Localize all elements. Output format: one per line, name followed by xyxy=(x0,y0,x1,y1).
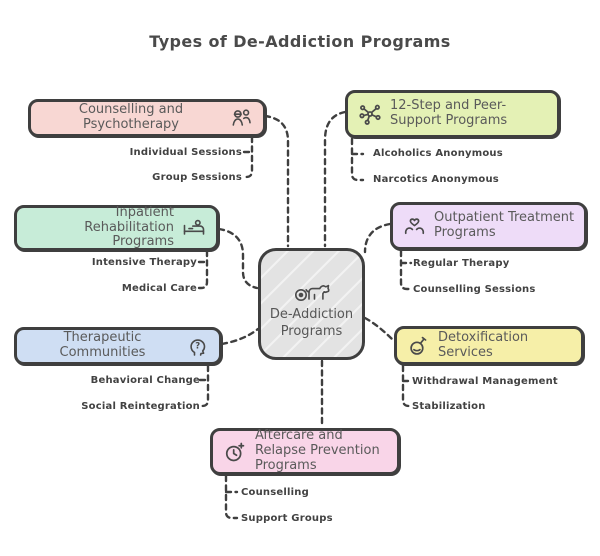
connector-therapeutic-subitems xyxy=(198,364,210,408)
node-label: Therapeutic Communities xyxy=(59,330,146,360)
node-label: 12-Step and Peer-Support Programs xyxy=(390,98,508,128)
subitem-alcoholics-anonymous: Alcoholics Anonymous xyxy=(373,148,503,159)
subitem-counselling-sessions: Counselling Sessions xyxy=(413,284,536,295)
svg-text:?: ? xyxy=(195,341,200,351)
node-label: Counselling and Psychotherapy xyxy=(78,102,184,132)
dog-icon xyxy=(290,268,334,304)
subitem-intensive-therapy: Intensive Therapy xyxy=(91,257,197,268)
subitem-counselling: Counselling xyxy=(241,487,309,498)
diagram-title: Types of De-Addiction Programs xyxy=(149,32,451,51)
subitem-group-sessions: Group Sessions xyxy=(152,172,242,183)
connector-counselling-subitems xyxy=(242,135,254,179)
subitem-social-reintegration: Social Reintegration xyxy=(81,401,200,412)
subitem-individual-sessions: Individual Sessions xyxy=(129,147,242,158)
connector-detox-subitems xyxy=(401,364,414,408)
hands-heart-icon xyxy=(402,214,427,239)
connector-outpatient-subitems xyxy=(399,249,413,291)
node-label: Outpatient Treatment Programs xyxy=(434,210,575,240)
node-center-deaddiction-programs: De-Addiction Programs xyxy=(258,248,365,360)
subitem-narcotics-anonymous: Narcotics Anonymous xyxy=(373,174,499,185)
subitem-support-groups: Support Groups xyxy=(241,513,333,524)
node-therapeutic-communities: Therapeutic Communities ? xyxy=(14,327,222,365)
patient-bed-icon xyxy=(181,216,207,240)
connector-inpatient-to-center xyxy=(217,227,259,290)
node-label: Aftercare and Relapse Prevention Program… xyxy=(255,428,380,473)
subitem-medical-care: Medical Care xyxy=(121,283,197,294)
flask-icon xyxy=(406,333,431,358)
center-node-label: De-Addiction Programs xyxy=(269,307,354,339)
node-outpatient-treatment: Outpatient Treatment Programs xyxy=(390,202,587,250)
node-inpatient-rehabilitation: Inpatient Rehabilitation Programs xyxy=(14,205,219,251)
connector-twelvestep-subitems xyxy=(350,137,365,182)
network-icon xyxy=(357,101,383,127)
connector-aftercare-subitems xyxy=(224,474,239,520)
connector-detox-to-center xyxy=(363,316,396,343)
connector-counselling-to-center xyxy=(263,114,290,248)
node-label: Detoxification Services xyxy=(438,329,529,360)
node-twelve-step-peer-support: 12-Step and Peer-Support Programs xyxy=(345,90,560,138)
subitem-regular-therapy: Regular Therapy xyxy=(413,258,510,269)
subitem-withdrawal-management: Withdrawal Management xyxy=(412,376,558,387)
connector-outpatient-to-center xyxy=(363,222,392,254)
node-label: Inpatient Rehabilitation Programs xyxy=(84,204,174,250)
node-aftercare-relapse-prevention: Aftercare and Relapse Prevention Program… xyxy=(210,428,400,475)
connector-twelvestep-to-center xyxy=(323,110,347,248)
subitem-behavioral-change: Behavioral Change xyxy=(90,375,200,386)
head-question-icon: ? xyxy=(186,334,210,359)
subitem-stabilization: Stabilization xyxy=(412,401,486,412)
node-counselling-psychotherapy: Counselling and Psychotherapy xyxy=(28,99,266,137)
node-detoxification-services: Detoxification Services xyxy=(394,326,584,365)
people-icon xyxy=(229,106,254,130)
clock-plus-icon xyxy=(222,439,248,465)
connector-inpatient-subitems xyxy=(197,249,209,290)
connector-therapeutic-to-center xyxy=(220,327,260,346)
